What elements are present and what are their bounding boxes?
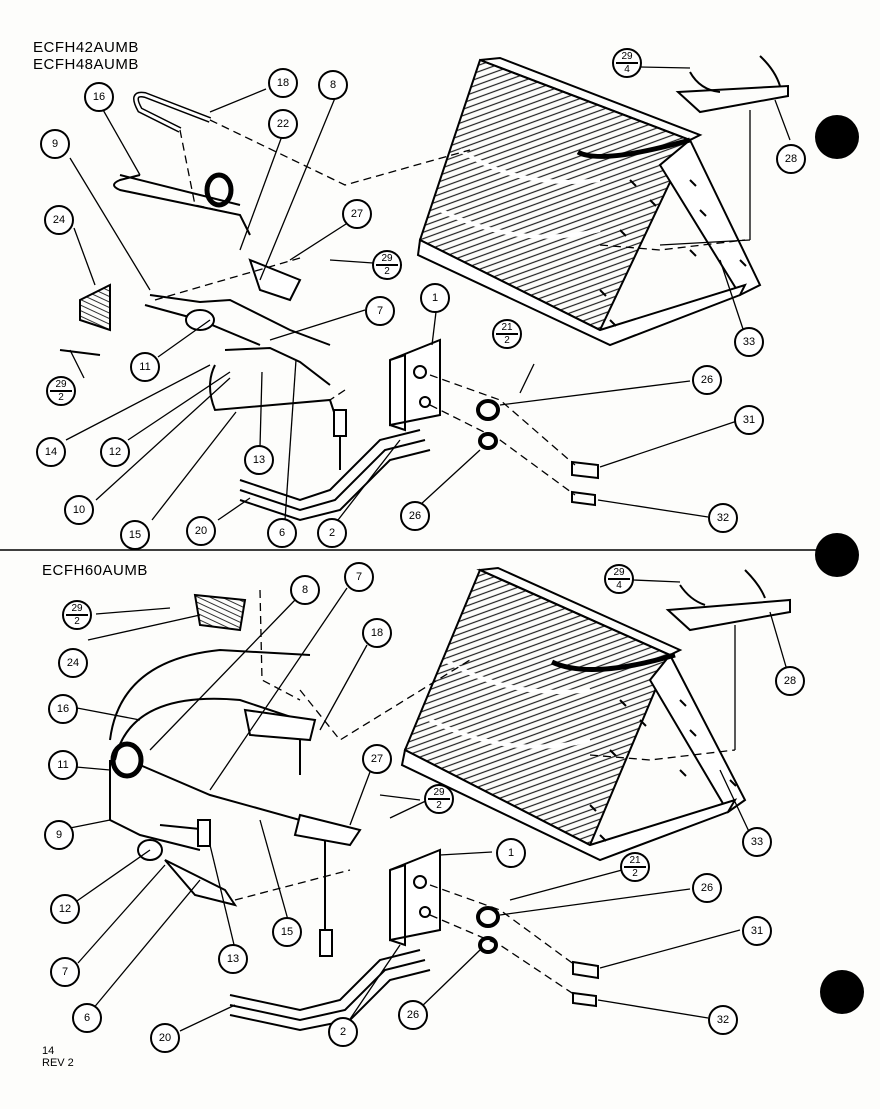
page-footer: 14 REV 2 — [42, 1045, 74, 1069]
bottom-callout-leaders — [59, 579, 790, 1032]
callout-part-8: 8 — [290, 575, 320, 605]
top-piping — [59, 91, 431, 522]
bottom-piping — [109, 593, 431, 1032]
top-evaporator-coil — [416, 56, 762, 347]
callout-part-14: 14 — [36, 437, 66, 467]
callout-part-15: 15 — [272, 917, 302, 947]
callout-part-24: 24 — [44, 205, 74, 235]
callout-part-24: 24 — [58, 648, 88, 678]
callout-part-26: 26 — [692, 873, 722, 903]
model-heading-top-2: ECFH48AUMB — [33, 56, 139, 73]
callout-part-28: 28 — [775, 666, 805, 696]
callout-part-6: 6 — [267, 518, 297, 548]
model-heading-bottom: ECFH60AUMB — [42, 562, 148, 579]
callout-part-12: 12 — [100, 437, 130, 467]
callout-part-27: 27 — [362, 744, 392, 774]
model-heading-top-1: ECFH42AUMB — [33, 39, 139, 56]
callout-part-33: 33 — [734, 327, 764, 357]
callout-part-32: 32 — [708, 503, 738, 533]
callout-part-22: 22 — [268, 109, 298, 139]
callout-part-9: 9 — [40, 129, 70, 159]
callout-part-12: 12 — [50, 894, 80, 924]
callout-part-8: 8 — [318, 70, 348, 100]
revision-label: REV 2 — [42, 1057, 74, 1069]
callout-part-11: 11 — [130, 352, 160, 382]
callout-part-32: 32 — [708, 1005, 738, 1035]
callout-part-20: 20 — [150, 1023, 180, 1053]
callout-part-1: 1 — [420, 283, 450, 313]
bottom-leader-lines — [234, 589, 736, 996]
callout-part-33: 33 — [742, 827, 772, 857]
top-bracket — [389, 338, 599, 507]
bottom-bracket — [389, 848, 599, 1008]
callout-part-13: 13 — [218, 944, 248, 974]
top-drip-rail — [675, 55, 789, 114]
callout-part-26: 26 — [398, 1000, 428, 1030]
callout-part-7: 7 — [344, 562, 374, 592]
callout-part-7: 7 — [50, 957, 80, 987]
registration-dot — [820, 970, 864, 1014]
callout-part-18: 18 — [362, 618, 392, 648]
callout-part-11: 11 — [48, 750, 78, 780]
bottom-drip-rail — [665, 569, 791, 632]
callout-part-31: 31 — [742, 916, 772, 946]
callout-part-31: 31 — [734, 405, 764, 435]
top-callout-leaders — [65, 66, 791, 521]
callout-part-16: 16 — [84, 82, 114, 112]
callout-part-7: 7 — [365, 296, 395, 326]
callout-part-15: 15 — [120, 520, 150, 550]
callout-part-2: 2 — [328, 1017, 358, 1047]
callout-part-2: 2 — [317, 518, 347, 548]
callout-part-6: 6 — [72, 1003, 102, 1033]
registration-dot — [815, 115, 859, 159]
callout-part-28: 28 — [776, 144, 806, 174]
callout-part-13: 13 — [244, 445, 274, 475]
callout-part-9: 9 — [44, 820, 74, 850]
callout-part-20: 20 — [186, 516, 216, 546]
callout-part-18: 18 — [268, 68, 298, 98]
callout-part-26: 26 — [692, 365, 722, 395]
callout-part-26: 26 — [400, 501, 430, 531]
bottom-evaporator-coil — [400, 566, 747, 862]
top-leader-lines — [154, 119, 746, 496]
registration-dot — [815, 533, 859, 577]
callout-part-16: 16 — [48, 694, 78, 724]
callout-part-27: 27 — [342, 199, 372, 229]
callout-part-1: 1 — [496, 838, 526, 868]
callout-part-10: 10 — [64, 495, 94, 525]
page-number: 14 — [42, 1045, 55, 1057]
